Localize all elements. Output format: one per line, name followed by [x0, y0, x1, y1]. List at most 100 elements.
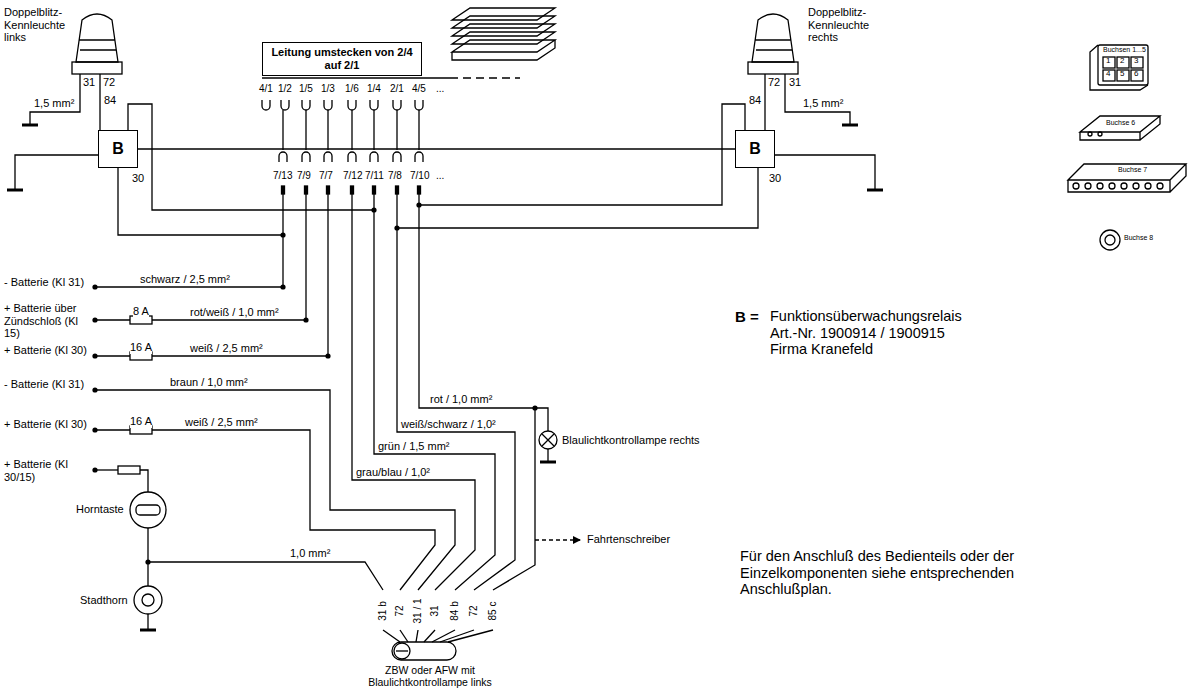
wire [140, 470, 148, 492]
socket-label: 6 [1134, 70, 1138, 78]
wire-label: 1/3 [321, 83, 335, 95]
wire [352, 194, 475, 590]
wire-label: 1/6 [345, 83, 359, 95]
wire-label: ... [436, 83, 444, 95]
fuse [118, 466, 140, 474]
wire-label: 7/12 [343, 170, 362, 182]
wire-label: Horntaste [76, 503, 124, 516]
plug-cup [370, 152, 378, 162]
plug-pin [305, 186, 308, 194]
indicator-lamp [539, 431, 557, 449]
relay-letter: B [112, 140, 124, 158]
socket-cup [262, 100, 270, 110]
wire-label: braun / 1,0 mm² [170, 376, 248, 389]
wire [15, 155, 98, 190]
socket-7-pin [1145, 183, 1151, 189]
wire-label: + Batterie (Kl 30/15) [4, 458, 92, 483]
wire [95, 319, 130, 320]
note-box: Leitung umstecken von 2/4 auf 2/1 [262, 42, 422, 76]
wire-label: 16 A [130, 341, 152, 354]
wire [152, 319, 306, 320]
wire-label: 7/8 [388, 170, 402, 182]
junction-dot [532, 405, 537, 410]
socket-cells [1103, 57, 1143, 81]
wire [327, 194, 328, 356]
control-unit-lens [396, 650, 408, 651]
wire-label: 7/11 [365, 170, 384, 182]
plug-cup [279, 152, 287, 162]
wire [128, 104, 374, 210]
socket-7-pin [1157, 183, 1163, 189]
wire [95, 286, 283, 287]
junction-dot [280, 284, 285, 289]
socket-label: 2 [1120, 57, 1124, 65]
plug-cup [348, 152, 356, 162]
horn-button-key [136, 505, 160, 515]
socket-label: 3 [1134, 57, 1138, 65]
wire-label: 7/10 [410, 170, 429, 182]
wire [148, 562, 383, 590]
socket-cup [415, 100, 423, 110]
socket-1-5-side [1090, 45, 1148, 90]
wire-label: 31 [83, 76, 95, 89]
plug-pin [418, 186, 421, 194]
socket-cup [393, 100, 401, 110]
control-unit-lamp [394, 643, 410, 659]
wire [95, 469, 118, 470]
wire [282, 194, 283, 287]
plug-pin [373, 186, 376, 194]
wire-label: ... [436, 170, 444, 182]
wire [493, 408, 535, 590]
wire [764, 74, 765, 130]
plug-link [351, 110, 352, 150]
wire-label: 84 [749, 94, 761, 107]
socket-7-pins [1073, 183, 1163, 189]
pin-label: 84 b [449, 601, 461, 620]
pin-label: 85 c [487, 602, 499, 621]
socket-8-inner [1105, 235, 1115, 245]
socket-6-pin [1098, 132, 1102, 136]
socket-cell [1103, 70, 1115, 81]
relay-link [138, 148, 735, 149]
plug-link [373, 110, 374, 150]
socket-7-pin [1085, 183, 1091, 189]
wire-label: weiß/schwarz / 1,0² [401, 418, 496, 431]
beacon-right-base [748, 62, 798, 74]
wire-label: 30 [132, 172, 144, 185]
horn-button [130, 492, 166, 528]
legend-key: B = [735, 308, 759, 325]
socket-7-pin [1109, 183, 1115, 189]
junction-dot [92, 317, 97, 322]
wire [95, 429, 130, 430]
wire-label: 1,5 mm² [803, 97, 843, 110]
wire [419, 194, 548, 431]
city-horn-inner [142, 594, 154, 606]
junction-dot [92, 467, 97, 472]
wire [419, 104, 745, 205]
wire-label: 7/13 [273, 170, 292, 182]
plug-cup [415, 152, 423, 162]
plug-link [396, 110, 397, 150]
pin-label: 72 [394, 605, 406, 616]
socket-cell [1103, 57, 1115, 68]
ground-symbol [540, 461, 556, 464]
socket-cup [281, 100, 289, 110]
note-text: Leitung umstecken von 2/4 auf 2/1 [263, 46, 421, 71]
wire-label: rot / 1,0 mm² [430, 393, 492, 406]
wire-label: - Batterie (Kl 31) [4, 378, 92, 391]
junction-dot [92, 353, 97, 358]
socket-cell [1117, 70, 1129, 81]
wire-label: 1/2 [278, 83, 292, 95]
connector-bar [262, 77, 450, 78]
beacon-left-base [72, 62, 122, 74]
socket-label: 4 [1106, 70, 1110, 78]
socket-7-pin [1073, 183, 1079, 189]
wire-label: Funktionsüberwachungsrelais Art.-Nr. 190… [770, 308, 985, 358]
wire-label: Blaulichtkontrollampe rechts [562, 434, 700, 447]
wire-label: + Batterie (Kl 30) [4, 418, 92, 431]
junction-dot [394, 225, 399, 230]
ground-symbol [842, 124, 858, 127]
wire [152, 355, 328, 356]
plug-pin [327, 186, 330, 194]
wire-label: grau/blau / 1,0² [356, 466, 430, 479]
